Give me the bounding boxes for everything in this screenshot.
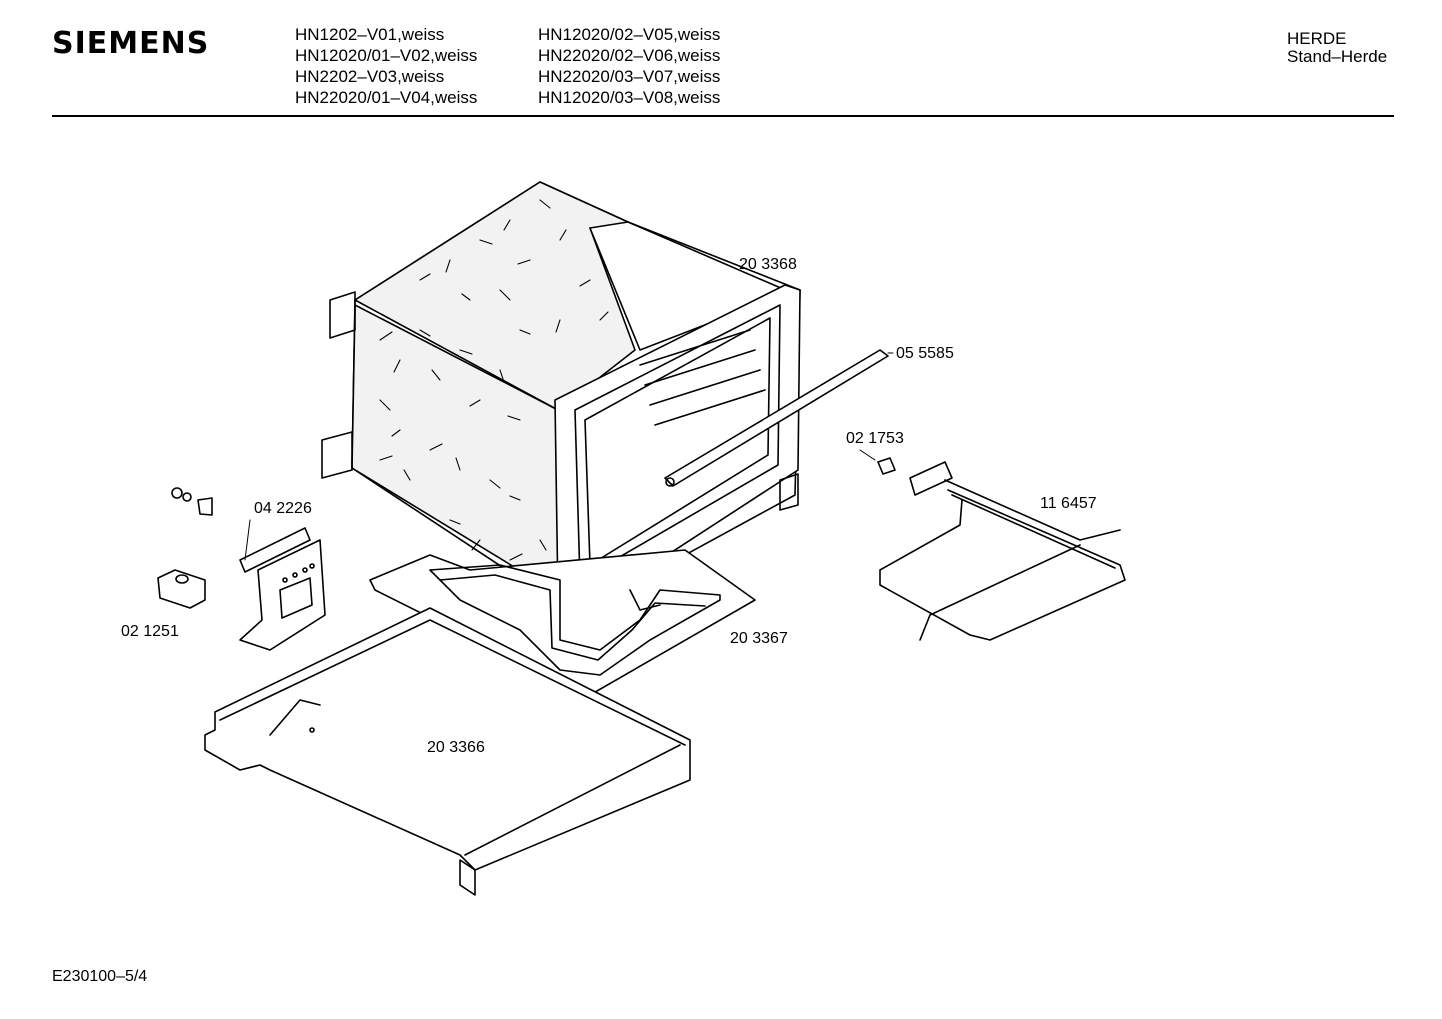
grill-heating-element [879, 461, 1126, 641]
part-number-label: 04 2226 [254, 500, 312, 517]
category-block: HERDE Stand–Herde [1287, 30, 1387, 66]
part-number-label: 05 5585 [896, 345, 954, 362]
model-item: HN12020/03–V08,weiss [538, 88, 721, 107]
model-item: HN22020/01–V04,weiss [295, 88, 478, 107]
bottom-cover-plate [204, 607, 691, 896]
oven-cavity [321, 181, 801, 637]
document-code: E230100–5/4 [52, 968, 148, 985]
part-number-label: 20 3368 [739, 256, 797, 273]
part-number-label: 20 3367 [730, 630, 788, 647]
connector-block [157, 569, 206, 609]
category-title: HERDE [1287, 29, 1347, 48]
part-number-label: 20 3366 [427, 739, 485, 756]
model-item: HN2202–V03,weiss [295, 67, 445, 86]
part-number-label: 11 6457 [1040, 495, 1097, 512]
part-number-label: 02 1251 [121, 623, 179, 640]
model-item: HN22020/03–V07,weiss [538, 67, 721, 86]
header-divider [52, 115, 1394, 117]
model-item: HN12020/01–V02,weiss [295, 46, 478, 65]
front-rail-strip [664, 349, 894, 487]
bottom-heater-plate [369, 549, 756, 696]
model-item: HN1202–V01,weiss [295, 25, 445, 44]
brand-logo: SIEMENS [52, 26, 210, 61]
leader-lines [244, 519, 251, 561]
model-item: HN22020/02–V06,weiss [538, 46, 721, 65]
part-number-label: 02 1753 [846, 430, 904, 447]
category-subtitle: Stand–Herde [1287, 47, 1388, 66]
element-clip [859, 449, 896, 475]
model-list-right: HN12020/02–V05,weiss HN22020/02–V06,weis… [538, 24, 720, 108]
screw-and-clip [171, 487, 213, 516]
model-item: HN12020/02–V05,weiss [538, 25, 721, 44]
terminal-block [239, 527, 326, 651]
model-list-left: HN1202–V01,weiss HN12020/01–V02,weiss HN… [295, 24, 477, 108]
